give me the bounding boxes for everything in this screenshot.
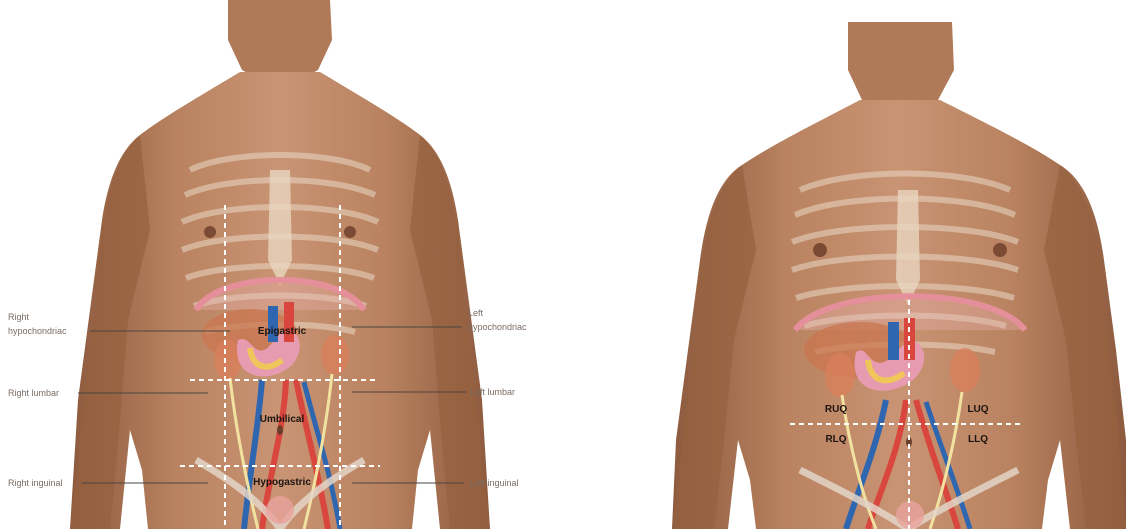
label-rlq: RLQ — [825, 434, 846, 445]
left-figure: Right hypochondriac Left hypochondriac R… — [8, 0, 527, 529]
right-figure-left-nipple — [993, 243, 1007, 257]
right-bladder — [896, 501, 924, 529]
label-epigastric: Epigastric — [258, 326, 307, 337]
right-right-kidney — [825, 353, 855, 397]
label-luq: LUQ — [967, 404, 988, 415]
right-neck — [848, 22, 954, 108]
left-figure-right-nipple — [204, 226, 216, 238]
label-right-hypochondriac-line2: hypochondriac — [8, 326, 67, 336]
label-right-inguinal: Right inguinal — [8, 478, 63, 488]
label-umbilical: Umbilical — [260, 414, 305, 425]
right-figure: RUQ LUQ RLQ LLQ — [672, 22, 1126, 529]
right-figure-right-nipple — [813, 243, 827, 257]
left-neck — [228, 0, 332, 80]
left-figure-left-nipple — [344, 226, 356, 238]
label-right-lumbar: Right lumbar — [8, 388, 59, 398]
label-left-lumbar: Left lumbar — [470, 387, 515, 397]
left-umbilicus — [277, 425, 283, 435]
right-vena-cava — [888, 322, 899, 360]
label-hypogastric: Hypogastric — [253, 477, 311, 488]
left-left-kidney — [321, 335, 349, 375]
label-ruq: RUQ — [825, 404, 847, 415]
label-llq: LLQ — [968, 434, 988, 445]
label-left-hypochondriac-line2: hypochondriac — [468, 322, 527, 332]
label-right-hypochondriac-line1: Right — [8, 312, 30, 322]
left-bladder — [266, 496, 294, 524]
label-left-hypochondriac-line1: Left — [468, 308, 484, 318]
label-left-inguinal: Left inguinal — [470, 478, 519, 488]
right-left-kidney — [950, 348, 980, 392]
